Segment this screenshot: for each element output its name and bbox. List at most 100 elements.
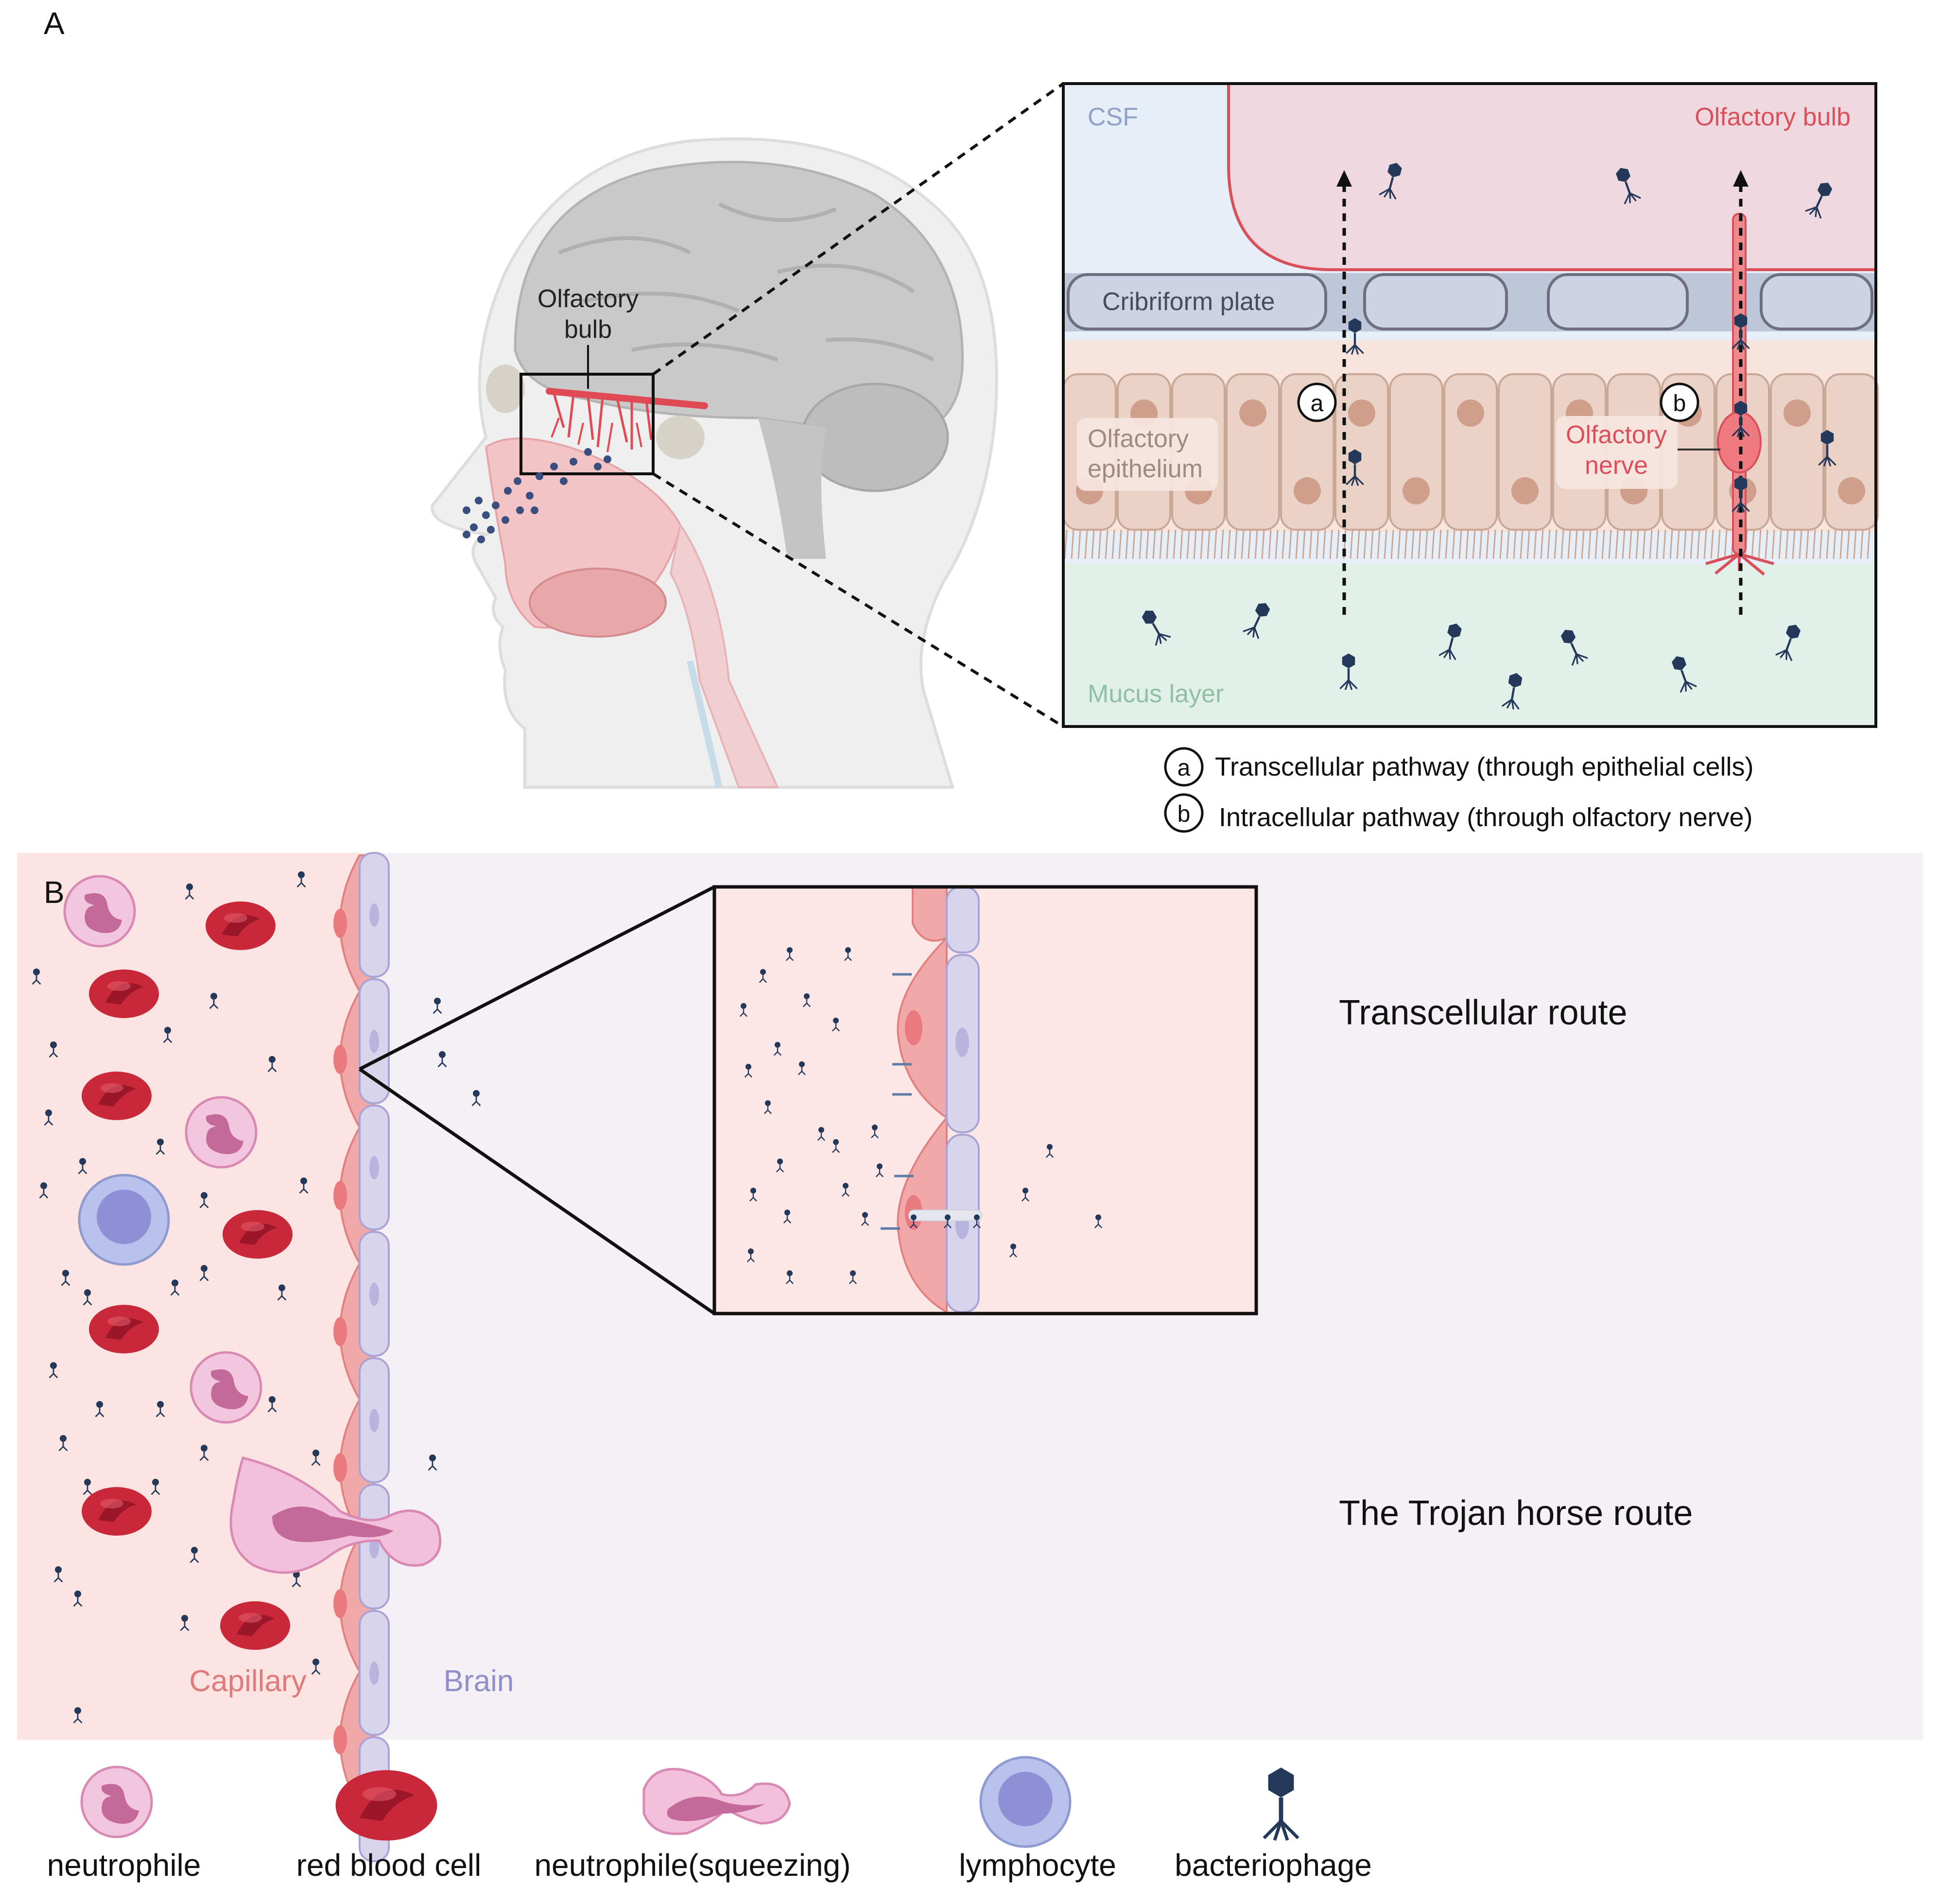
mucus-layer-label: Mucus layer <box>1088 680 1224 708</box>
legend-squeezing-label: neutrophile(squeezing) <box>534 1848 850 1883</box>
cilium <box>1091 529 1095 559</box>
cilium <box>1322 529 1326 559</box>
epithelial-nucleus <box>1838 477 1865 504</box>
inhaled-phage-dot <box>502 516 509 524</box>
cilium <box>1200 529 1204 559</box>
zoom-line-bottom <box>652 472 1064 728</box>
cilium <box>1390 529 1394 559</box>
cilium <box>1261 529 1265 559</box>
nerve-label-bg <box>1556 416 1678 489</box>
cilium <box>1350 529 1353 559</box>
epithelial-nucleus <box>1403 477 1430 504</box>
cilium <box>1424 529 1428 559</box>
cilium <box>1241 529 1245 559</box>
cilium <box>1077 529 1081 559</box>
cilium <box>1628 529 1632 559</box>
head-bulb-label-2: bulb <box>564 315 612 344</box>
cilium <box>1819 529 1823 559</box>
cilium <box>1690 529 1694 559</box>
cilium <box>1520 529 1524 559</box>
red-blood-cell <box>82 1487 152 1536</box>
red-blood-cell <box>82 1072 152 1120</box>
inhaled-phage-dot <box>482 511 490 519</box>
mucus-region <box>1063 564 1876 727</box>
cilium <box>1751 529 1755 559</box>
nerve-label-2: nerve <box>1585 451 1648 480</box>
cilium <box>1316 529 1319 559</box>
cilium <box>1404 529 1408 559</box>
cilium <box>1152 529 1156 559</box>
cilium <box>1642 529 1646 559</box>
panel-a-letter: A <box>44 6 65 41</box>
panel-b-letter: B <box>44 875 65 910</box>
cilium <box>1765 529 1768 559</box>
cilium <box>1159 529 1163 559</box>
cilium <box>1526 529 1530 559</box>
cilium <box>1588 529 1592 559</box>
cilium <box>1282 529 1285 559</box>
cilium <box>1710 529 1714 559</box>
cilium <box>1547 529 1551 559</box>
cilium <box>1601 529 1605 559</box>
cilium <box>1683 529 1687 559</box>
cilium <box>1132 529 1136 559</box>
cilium <box>1363 529 1367 559</box>
cilium <box>1309 529 1313 559</box>
endothelial-nucleus <box>333 1589 347 1618</box>
cilium <box>1268 529 1272 559</box>
cilium <box>1554 529 1558 559</box>
epithelial-nucleus <box>1348 399 1375 427</box>
cilium <box>1254 529 1258 559</box>
inhaled-phage-dot <box>594 463 602 470</box>
transcellular-inset <box>712 885 1258 1315</box>
cilium <box>1622 529 1626 559</box>
cilium <box>1697 529 1700 559</box>
epithelial-cell <box>1389 373 1443 531</box>
capillary-label: Capillary <box>189 1664 306 1698</box>
csf-label: CSF <box>1088 103 1138 131</box>
cilium <box>1792 529 1796 559</box>
legend-lymphocyte-icon <box>981 1757 1070 1847</box>
inhaled-phage-dot <box>504 487 512 495</box>
cilium <box>1472 529 1476 559</box>
cilium <box>1098 529 1102 559</box>
cilium <box>1581 529 1585 559</box>
brain-cell-nucleus <box>369 1282 379 1306</box>
cilium <box>1275 529 1279 559</box>
cilium <box>1220 529 1224 559</box>
brain-cell-nucleus <box>369 1409 379 1432</box>
cilium <box>1853 529 1857 559</box>
legend-bacteriophage-label: bacteriophage <box>1175 1848 1372 1883</box>
cilium <box>1397 529 1401 559</box>
cilium <box>1499 529 1503 559</box>
brain-cell-nucleus <box>369 1156 379 1179</box>
marker-a-circle <box>1297 382 1337 422</box>
cilium <box>1145 529 1149 559</box>
inhaled-phage-dot <box>470 523 478 531</box>
inhaled-phage-dot <box>477 536 485 543</box>
cilium <box>1111 529 1115 559</box>
cilium <box>1594 529 1598 559</box>
cilium <box>1445 529 1449 559</box>
endothelial-nucleus <box>333 1725 347 1754</box>
epithelium-label-bg <box>1077 418 1218 491</box>
marker-a: a <box>1311 391 1324 416</box>
cilium <box>1486 529 1490 559</box>
cilium <box>1615 529 1619 559</box>
legend-neutrophile-label: neutrophile <box>47 1848 201 1883</box>
epithelial-cell <box>1824 373 1879 531</box>
olfactory-inset <box>1062 82 1879 728</box>
head-illustration <box>431 137 998 789</box>
red-blood-cell <box>206 901 276 950</box>
cilium <box>1356 529 1360 559</box>
epithelial-nucleus <box>1784 399 1811 427</box>
cilium <box>1186 529 1190 559</box>
cilium <box>1574 529 1578 559</box>
cilium <box>1418 529 1421 559</box>
cilium <box>1567 529 1571 559</box>
cilium <box>1384 529 1387 559</box>
cribriform-plate-bone <box>1760 273 1873 330</box>
cribriform-plate-bone <box>1363 273 1508 330</box>
endothelial-nucleus <box>333 1045 347 1074</box>
